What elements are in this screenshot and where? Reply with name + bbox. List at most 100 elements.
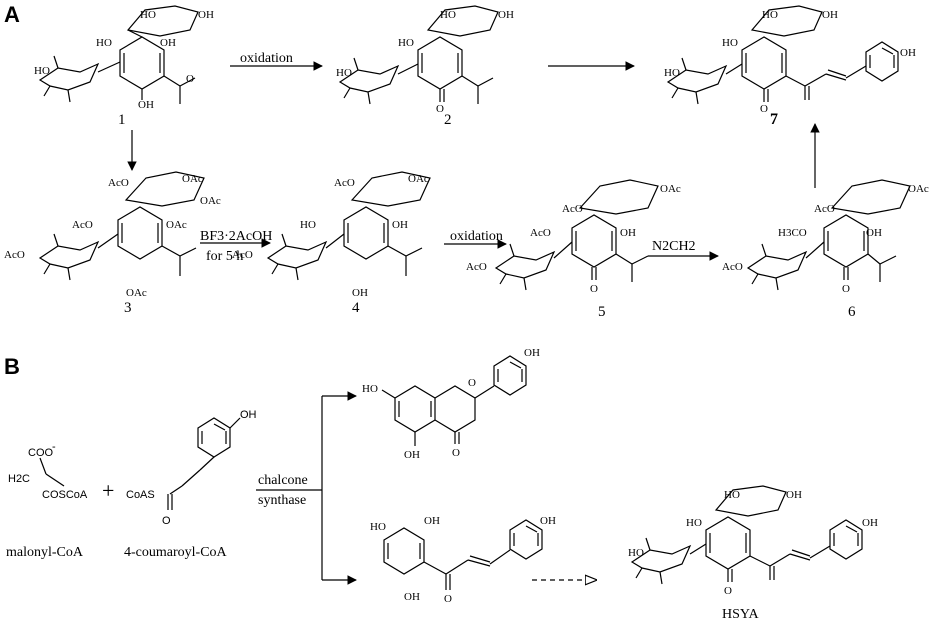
grp-4-oh-b: OH xyxy=(352,287,368,299)
grp-nar-o-keto: O xyxy=(452,447,460,459)
reagent-time: for 5 h xyxy=(206,249,243,264)
grp-nar-o-ring: O xyxy=(468,377,476,389)
grp-1-oh-a: OH xyxy=(198,9,214,21)
naringenin-structure xyxy=(381,355,527,446)
grp-chal-o: O xyxy=(444,593,452,605)
grp-3-oac-c: OAc xyxy=(166,219,187,231)
reagent-oxidation-mid: oxidation xyxy=(450,229,503,244)
grp-2-ho-a: HO xyxy=(440,9,456,21)
grp-1-o: O xyxy=(186,73,194,85)
grp-7-o: O xyxy=(760,103,768,115)
grp-nar-oh-b: OH xyxy=(404,449,420,461)
grp-hsya-oh-phenol: OH xyxy=(862,517,878,529)
grp-5-aco-a: AcO xyxy=(562,203,583,215)
compound-5-structure xyxy=(495,179,659,291)
grp-nar-oh: OH xyxy=(524,347,540,359)
enzyme-label-synthase: synthase xyxy=(258,493,306,508)
grp-4-aco-b: AcO xyxy=(232,249,253,261)
grp-3-aco-b: AcO xyxy=(72,219,93,231)
grp-hsya-ho-b: HO xyxy=(686,517,702,529)
grp-1-ho-c: HO xyxy=(34,65,50,77)
grp-7-oh-a: OH xyxy=(822,9,838,21)
compound-label-3: 3 xyxy=(124,300,132,316)
grp-4-oac-a: OAc xyxy=(408,173,429,185)
compound-label-7: 7 xyxy=(770,111,778,128)
grp-4-ho: HO xyxy=(300,219,316,231)
grp-hsya-ho-a: HO xyxy=(724,489,740,501)
compound-label-2: 2 xyxy=(444,112,452,128)
grp-malonyl-minus: - xyxy=(52,441,56,453)
grp-1-oh-b: OH xyxy=(160,37,176,49)
chalcone-structure xyxy=(383,519,543,590)
grp-3-aco-c: AcO xyxy=(4,249,25,261)
name-hsya: HSYA xyxy=(722,607,759,622)
grp-6-oh: OH xyxy=(866,227,882,239)
grp-7-ho-b: HO xyxy=(722,37,738,49)
compound-6-structure xyxy=(747,179,911,291)
grp-coumaroyl-coas: CoAS xyxy=(126,489,155,501)
grp-malonyl-coscoa: COSCoA xyxy=(42,489,88,501)
grp-6-o: O xyxy=(842,283,850,295)
reagent-oxidation-top: oxidation xyxy=(240,51,293,66)
compound-label-1: 1 xyxy=(118,112,126,128)
reagent-diazomethane: N2CH2 xyxy=(652,239,696,254)
malonyl-coa-structure xyxy=(39,457,65,487)
grp-hsya-ho-c: HO xyxy=(628,547,644,559)
grp-7-ho-c: HO xyxy=(664,67,680,79)
reagent-bf3: BF3·2AcOH xyxy=(200,229,272,244)
grp-6-oac-a: OAc xyxy=(908,183,929,195)
grp-chal-oh-b: OH xyxy=(404,591,420,603)
grp-5-aco-b: AcO xyxy=(530,227,551,239)
compound-1-structure xyxy=(39,5,199,104)
grp-3-aco-a: AcO xyxy=(108,177,129,189)
grp-6-h3co: H3CO xyxy=(778,227,807,239)
compound-7-structure xyxy=(667,5,899,105)
grp-7-ho-a: HO xyxy=(762,9,778,21)
plus-sign: + xyxy=(102,478,114,503)
coumaroyl-coa-structure xyxy=(167,417,241,510)
grp-5-oac-a: OAc xyxy=(660,183,681,195)
grp-5-aco-c: AcO xyxy=(466,261,487,273)
name-coumaroyl-coa: 4-coumaroyl-CoA xyxy=(124,545,228,560)
grp-1-ho-a: HO xyxy=(140,9,156,21)
grp-4-oh-a: OH xyxy=(392,219,408,231)
hsya-structure xyxy=(631,485,863,585)
grp-6-aco-c: AcO xyxy=(722,261,743,273)
panel-label-a: A xyxy=(4,2,20,27)
compound-label-5: 5 xyxy=(598,304,606,320)
grp-hsya-oh-a: OH xyxy=(786,489,802,501)
grp-coumaroyl-o: O xyxy=(162,515,171,527)
panel-label-b: B xyxy=(4,354,20,379)
grp-nar-ho-a: HO xyxy=(362,383,378,395)
compound-3-structure xyxy=(39,171,205,281)
name-malonyl-coa: malonyl-CoA xyxy=(6,545,84,560)
grp-malonyl-h2c: H2C xyxy=(8,473,30,485)
grp-1-ho-b: HO xyxy=(96,37,112,49)
grp-2-o: O xyxy=(436,103,444,115)
grp-2-ho-b: HO xyxy=(398,37,414,49)
compound-4-structure xyxy=(267,171,431,281)
grp-chal-oh-a: OH xyxy=(424,515,440,527)
grp-6-aco-a: AcO xyxy=(814,203,835,215)
grp-5-o: O xyxy=(590,283,598,295)
grp-7-oh-phenol: OH xyxy=(900,47,916,59)
grp-2-ho-c: HO xyxy=(336,67,352,79)
enzyme-label-chalcone: chalcone xyxy=(258,473,308,488)
grp-coumaroyl-oh: OH xyxy=(240,409,257,421)
grp-1-oh-c: OH xyxy=(138,99,154,111)
compound-label-4: 4 xyxy=(352,300,360,316)
grp-3-oac-b: OAc xyxy=(200,195,221,207)
grp-2-oh-a: OH xyxy=(498,9,514,21)
grp-3-oac-a: OAc xyxy=(182,173,203,185)
grp-4-aco-a: AcO xyxy=(334,177,355,189)
grp-3-oac-d: OAc xyxy=(126,287,147,299)
grp-hsya-o: O xyxy=(724,585,732,597)
grp-chal-ho-a: HO xyxy=(370,521,386,533)
grp-malonyl-coo: COO xyxy=(28,447,54,459)
compound-2-structure xyxy=(339,5,499,105)
compound-label-6: 6 xyxy=(848,304,856,320)
grp-chal-oh-phenol: OH xyxy=(540,515,556,527)
grp-5-oh: OH xyxy=(620,227,636,239)
